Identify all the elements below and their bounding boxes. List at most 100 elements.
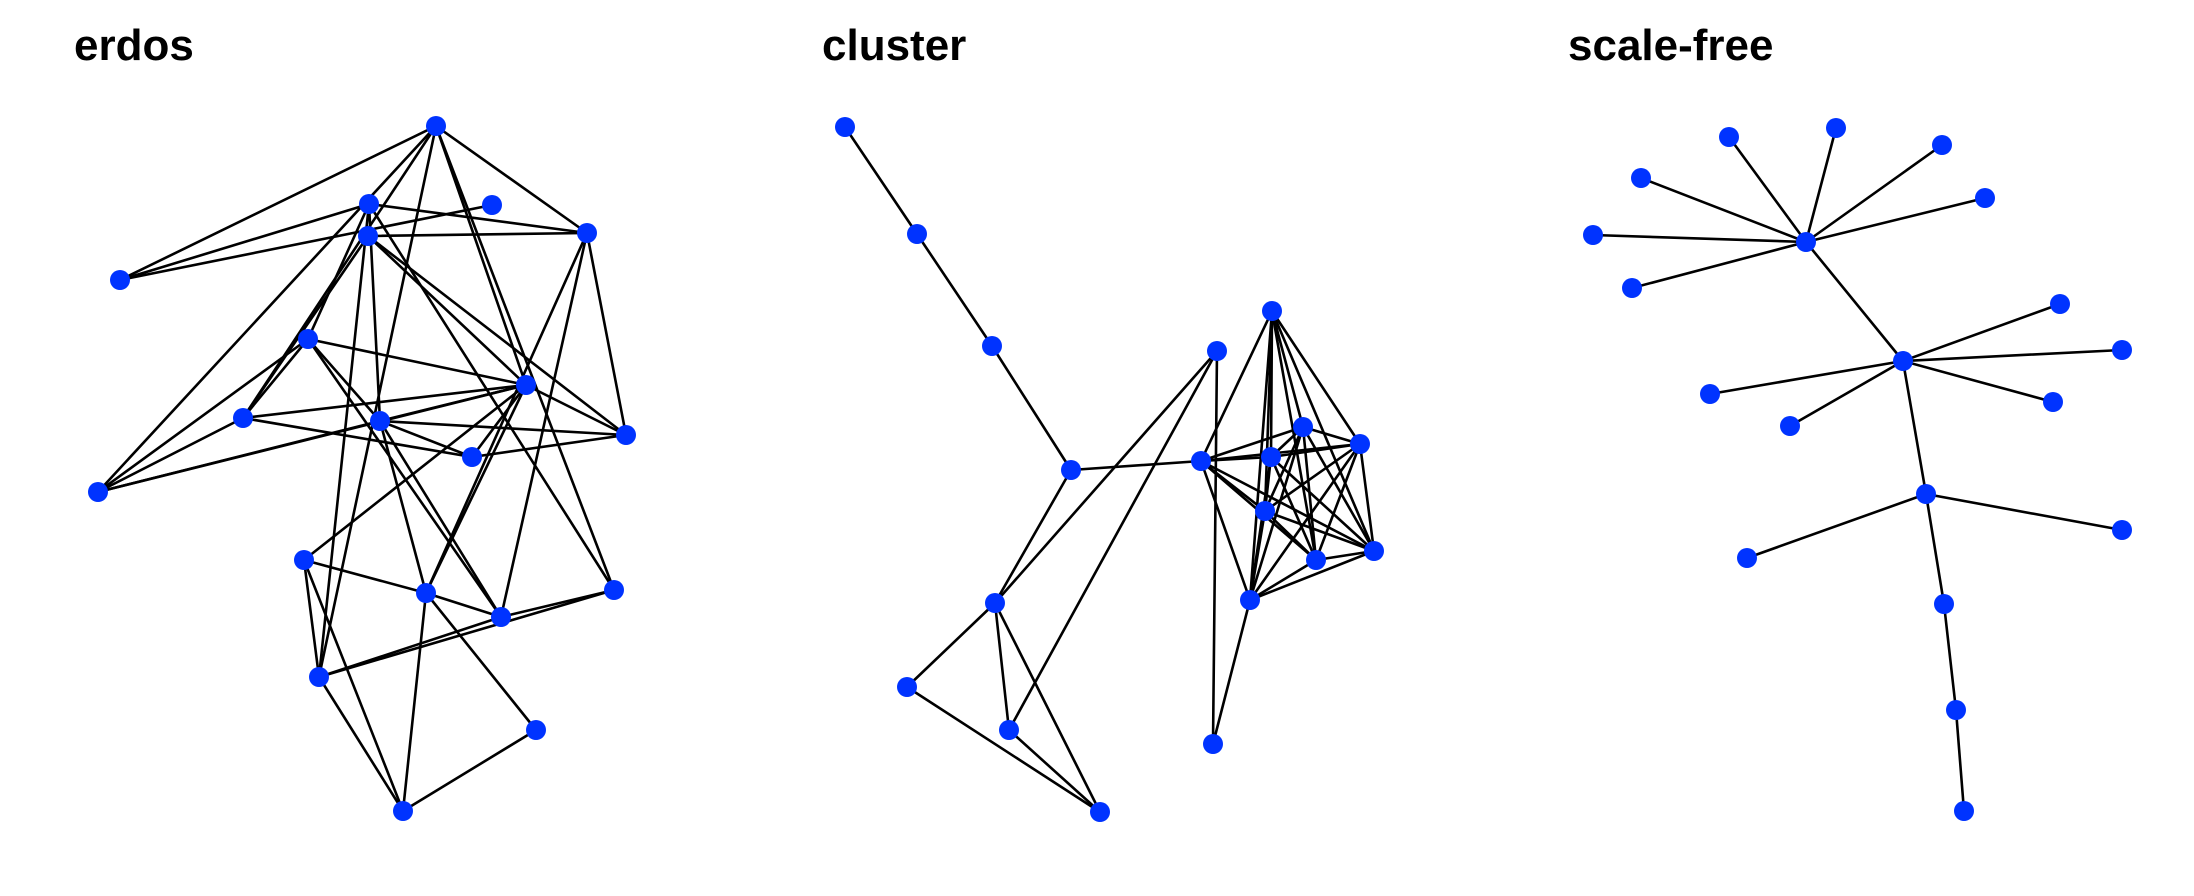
erdos-edge (241, 383, 528, 420)
scale-free-edge (1639, 176, 1808, 244)
erdos-edge (378, 419, 503, 619)
erdos-edge (378, 419, 474, 459)
erdos-node (426, 116, 446, 136)
erdos-edge (401, 728, 538, 813)
cluster-node (1364, 541, 1384, 561)
scale-free-edge (1942, 602, 1958, 712)
scale-free-edge (1630, 240, 1808, 290)
scale-free-node (1975, 188, 1995, 208)
cluster-edge (1248, 442, 1362, 602)
cluster-node (1203, 734, 1223, 754)
scale-free-edge (1804, 196, 1987, 244)
erdos-edge (401, 591, 428, 813)
scale-free-node (1946, 700, 1966, 720)
scale-free-edge (1591, 233, 1808, 244)
erdos-edge (434, 124, 589, 235)
scale-free-node (1826, 118, 1846, 138)
erdos-edge (367, 202, 589, 235)
cluster-graph-title: cluster (822, 21, 966, 70)
erdos-node (309, 667, 329, 687)
scale-free-graph-title: scale-free (1568, 21, 1773, 70)
erdos-edge (306, 337, 503, 619)
scale-free-edge-group (1591, 126, 2124, 813)
cluster-node (1090, 802, 1110, 822)
erdos-edge (585, 231, 628, 437)
erdos-node (604, 580, 624, 600)
scale-free-node-group (1583, 118, 2132, 821)
erdos-node (416, 583, 436, 603)
erdos-edge (317, 615, 503, 679)
erdos-edge (424, 231, 589, 595)
cluster-node (1262, 301, 1282, 321)
scale-free-edge (1727, 135, 1808, 244)
cluster-node (985, 593, 1005, 613)
erdos-node (370, 411, 390, 431)
scale-free-node (1631, 168, 1651, 188)
erdos-node (526, 720, 546, 740)
scale-free-node (1780, 416, 1800, 436)
cluster-edge (1269, 455, 1376, 553)
cluster-graph-panel: cluster (822, 21, 1384, 822)
cluster-node (1061, 460, 1081, 480)
cluster-edge (1199, 459, 1376, 553)
erdos-edge (470, 433, 628, 459)
cluster-node (982, 336, 1002, 356)
erdos-edge (524, 383, 628, 437)
scale-free-node (1719, 127, 1739, 147)
erdos-edge (118, 202, 371, 282)
scale-free-node (1932, 135, 1952, 155)
scale-free-edge (1901, 302, 2062, 363)
cluster-edge (1270, 309, 1362, 446)
scale-free-node (2112, 520, 2132, 540)
scale-free-edge (1708, 359, 1905, 396)
scale-free-node (1796, 232, 1816, 252)
cluster-edge (1069, 459, 1203, 472)
cluster-edge (1199, 459, 1252, 602)
erdos-graph-panel: erdos (74, 21, 636, 821)
erdos-edge (96, 124, 438, 494)
erdos-graph-title: erdos (74, 21, 194, 70)
erdos-node-group (88, 116, 636, 821)
scale-free-node (1893, 351, 1913, 371)
scale-free-node (2112, 340, 2132, 360)
cluster-edge (1248, 455, 1273, 602)
cluster-node (1350, 434, 1370, 454)
cluster-edge (1248, 549, 1376, 602)
cluster-node (1261, 447, 1281, 467)
erdos-edge (424, 591, 538, 732)
erdos-edge (317, 124, 438, 679)
erdos-edge (306, 337, 382, 423)
erdos-edge (302, 383, 528, 562)
erdos-node (516, 375, 536, 395)
scale-free-edge (1954, 708, 1966, 813)
erdos-edge (434, 124, 528, 387)
cluster-node (1293, 417, 1313, 437)
cluster-edge (1301, 425, 1376, 553)
cluster-edge (1263, 509, 1376, 553)
erdos-edge (241, 234, 370, 420)
erdos-edge (96, 337, 310, 494)
scale-free-edge (1804, 126, 1838, 244)
cluster-edge (1263, 509, 1318, 562)
scale-free-edge (1901, 359, 2055, 404)
erdos-edge (499, 231, 589, 619)
cluster-edge (1211, 598, 1252, 746)
erdos-node (577, 223, 597, 243)
erdos-edge (470, 383, 528, 459)
erdos-edge (241, 337, 310, 420)
cluster-node (1240, 590, 1260, 610)
cluster-edge (1269, 309, 1274, 459)
scale-free-edge (1788, 359, 1905, 428)
cluster-edge (1007, 728, 1102, 814)
cluster-node (907, 224, 927, 244)
cluster-node (1255, 501, 1275, 521)
cluster-edge (1314, 442, 1362, 562)
cluster-edge (990, 344, 1073, 472)
cluster-edge (993, 349, 1219, 605)
erdos-node (298, 329, 318, 349)
cluster-edge (1248, 558, 1318, 602)
erdos-edge (302, 558, 428, 595)
erdos-edge (302, 558, 405, 813)
